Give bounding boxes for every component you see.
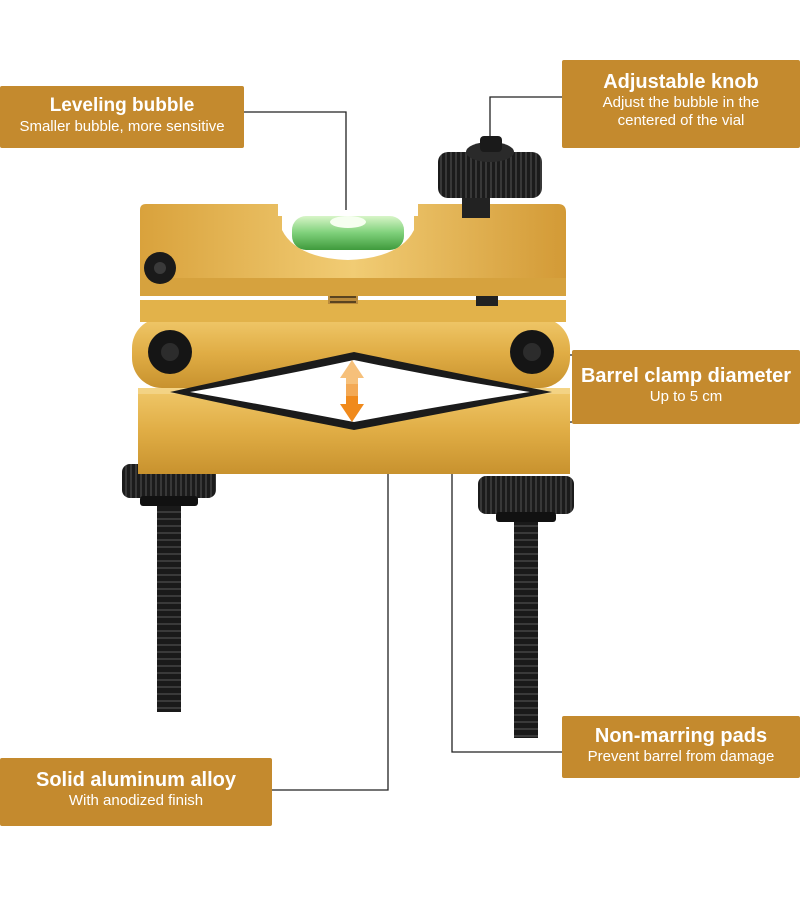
adjustable-knob-title: Adjustable knob bbox=[603, 71, 759, 93]
non-marring-pads-title: Non-marring pads bbox=[594, 725, 768, 747]
barrel-clamp-callout: Barrel clamp diameter Up to 5 cm bbox=[572, 350, 800, 424]
barrel-clamp-subtitle: Up to 5 cm bbox=[649, 388, 723, 405]
non-marring-pads-callout: Non-marring pads Prevent barrel from dam… bbox=[562, 716, 800, 778]
leveling-bubble-title: Leveling bubble bbox=[49, 95, 195, 116]
adjustable-knob bbox=[438, 136, 542, 218]
diameter-arrow bbox=[340, 360, 364, 422]
leveling-bubble-vial bbox=[282, 216, 414, 260]
left-thumb-screw bbox=[122, 464, 216, 712]
leveling-bubble-callout: Leveling bubble Smaller bubble, more sen… bbox=[0, 86, 244, 148]
leveling-bubble-subtitle: Smaller bubble, more sensitive bbox=[19, 118, 225, 135]
aluminum-alloy-subtitle: With anodized finish bbox=[68, 792, 204, 809]
adjustable-knob-subtitle-line1: Adjust the bubble in the bbox=[602, 94, 760, 111]
leader-line-knob bbox=[489, 96, 562, 138]
leader-line-leveling bbox=[244, 111, 347, 210]
adjustable-knob-callout: Adjustable knob Adjust the bubble in the… bbox=[562, 60, 800, 148]
aluminum-alloy-callout: Solid aluminum alloy With anodized finis… bbox=[0, 758, 272, 826]
barrel-clamp-jaws bbox=[170, 352, 552, 430]
aluminum-alloy-title: Solid aluminum alloy bbox=[35, 769, 237, 791]
leader-line-alloy bbox=[272, 474, 389, 791]
leader-line-pads bbox=[451, 404, 562, 753]
right-thumb-screw bbox=[478, 476, 574, 738]
barrel-clamp-title: Barrel clamp diameter bbox=[580, 365, 792, 387]
adjustable-knob-subtitle-line2: centered of the vial bbox=[617, 112, 745, 129]
non-marring-pads-subtitle: Prevent barrel from damage bbox=[587, 748, 775, 765]
